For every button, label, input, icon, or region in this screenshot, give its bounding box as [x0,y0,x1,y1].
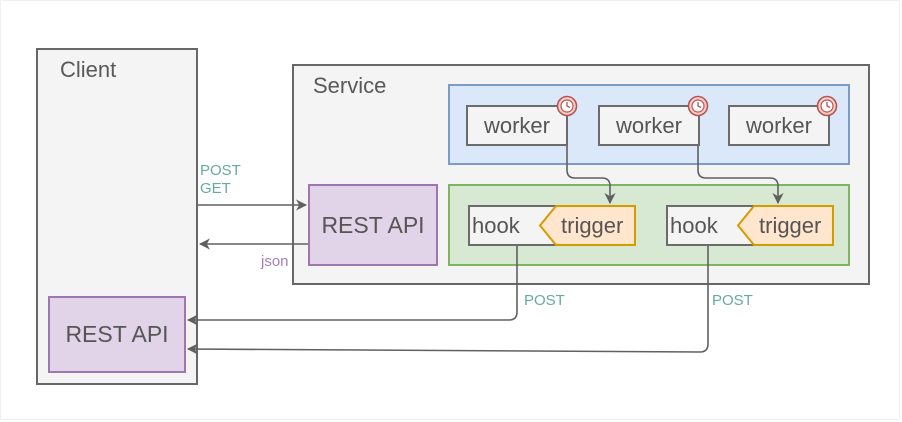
edge-label-post: POST [200,162,241,179]
trigger-shape-1 [538,205,636,246]
clock-icon [556,95,578,117]
clock-icon [816,95,838,117]
worker-label-2: worker [615,112,682,138]
worker-label-3: worker [745,112,812,138]
worker-box-1: worker [466,105,568,146]
trigger-shape-2 [736,205,834,246]
edge-worker2-to-trigger2 [697,146,784,205]
edge-worker1-to-trigger1 [566,146,616,205]
edge-label-json: json [261,253,289,270]
worker-box-3: worker [728,105,830,146]
service-title: Service [313,73,387,98]
hook-label-2: hook [670,212,718,238]
client-rest-api-label: REST API [65,321,169,347]
client-title: Client [60,57,117,82]
worker-label-1: worker [483,112,550,138]
edge-hook1-to-client-rest-api [186,246,518,326]
trigger-label-2: trigger [759,213,822,238]
worker-box-2: worker [598,105,700,146]
edge-label-get: GET [200,180,231,197]
clock-icon [687,95,709,117]
edge-hook2-to-client-rest-api [186,246,709,355]
hook-label-1: hook [472,212,520,238]
client-rest-api-box: REST API [48,296,186,373]
trigger-label-1: trigger [561,213,624,238]
edge-label-post-hook2: POST [712,292,753,309]
service-rest-api-box: REST API [308,184,438,266]
edge-label-post-hook1: POST [524,292,565,309]
service-rest-api-label: REST API [321,211,425,238]
